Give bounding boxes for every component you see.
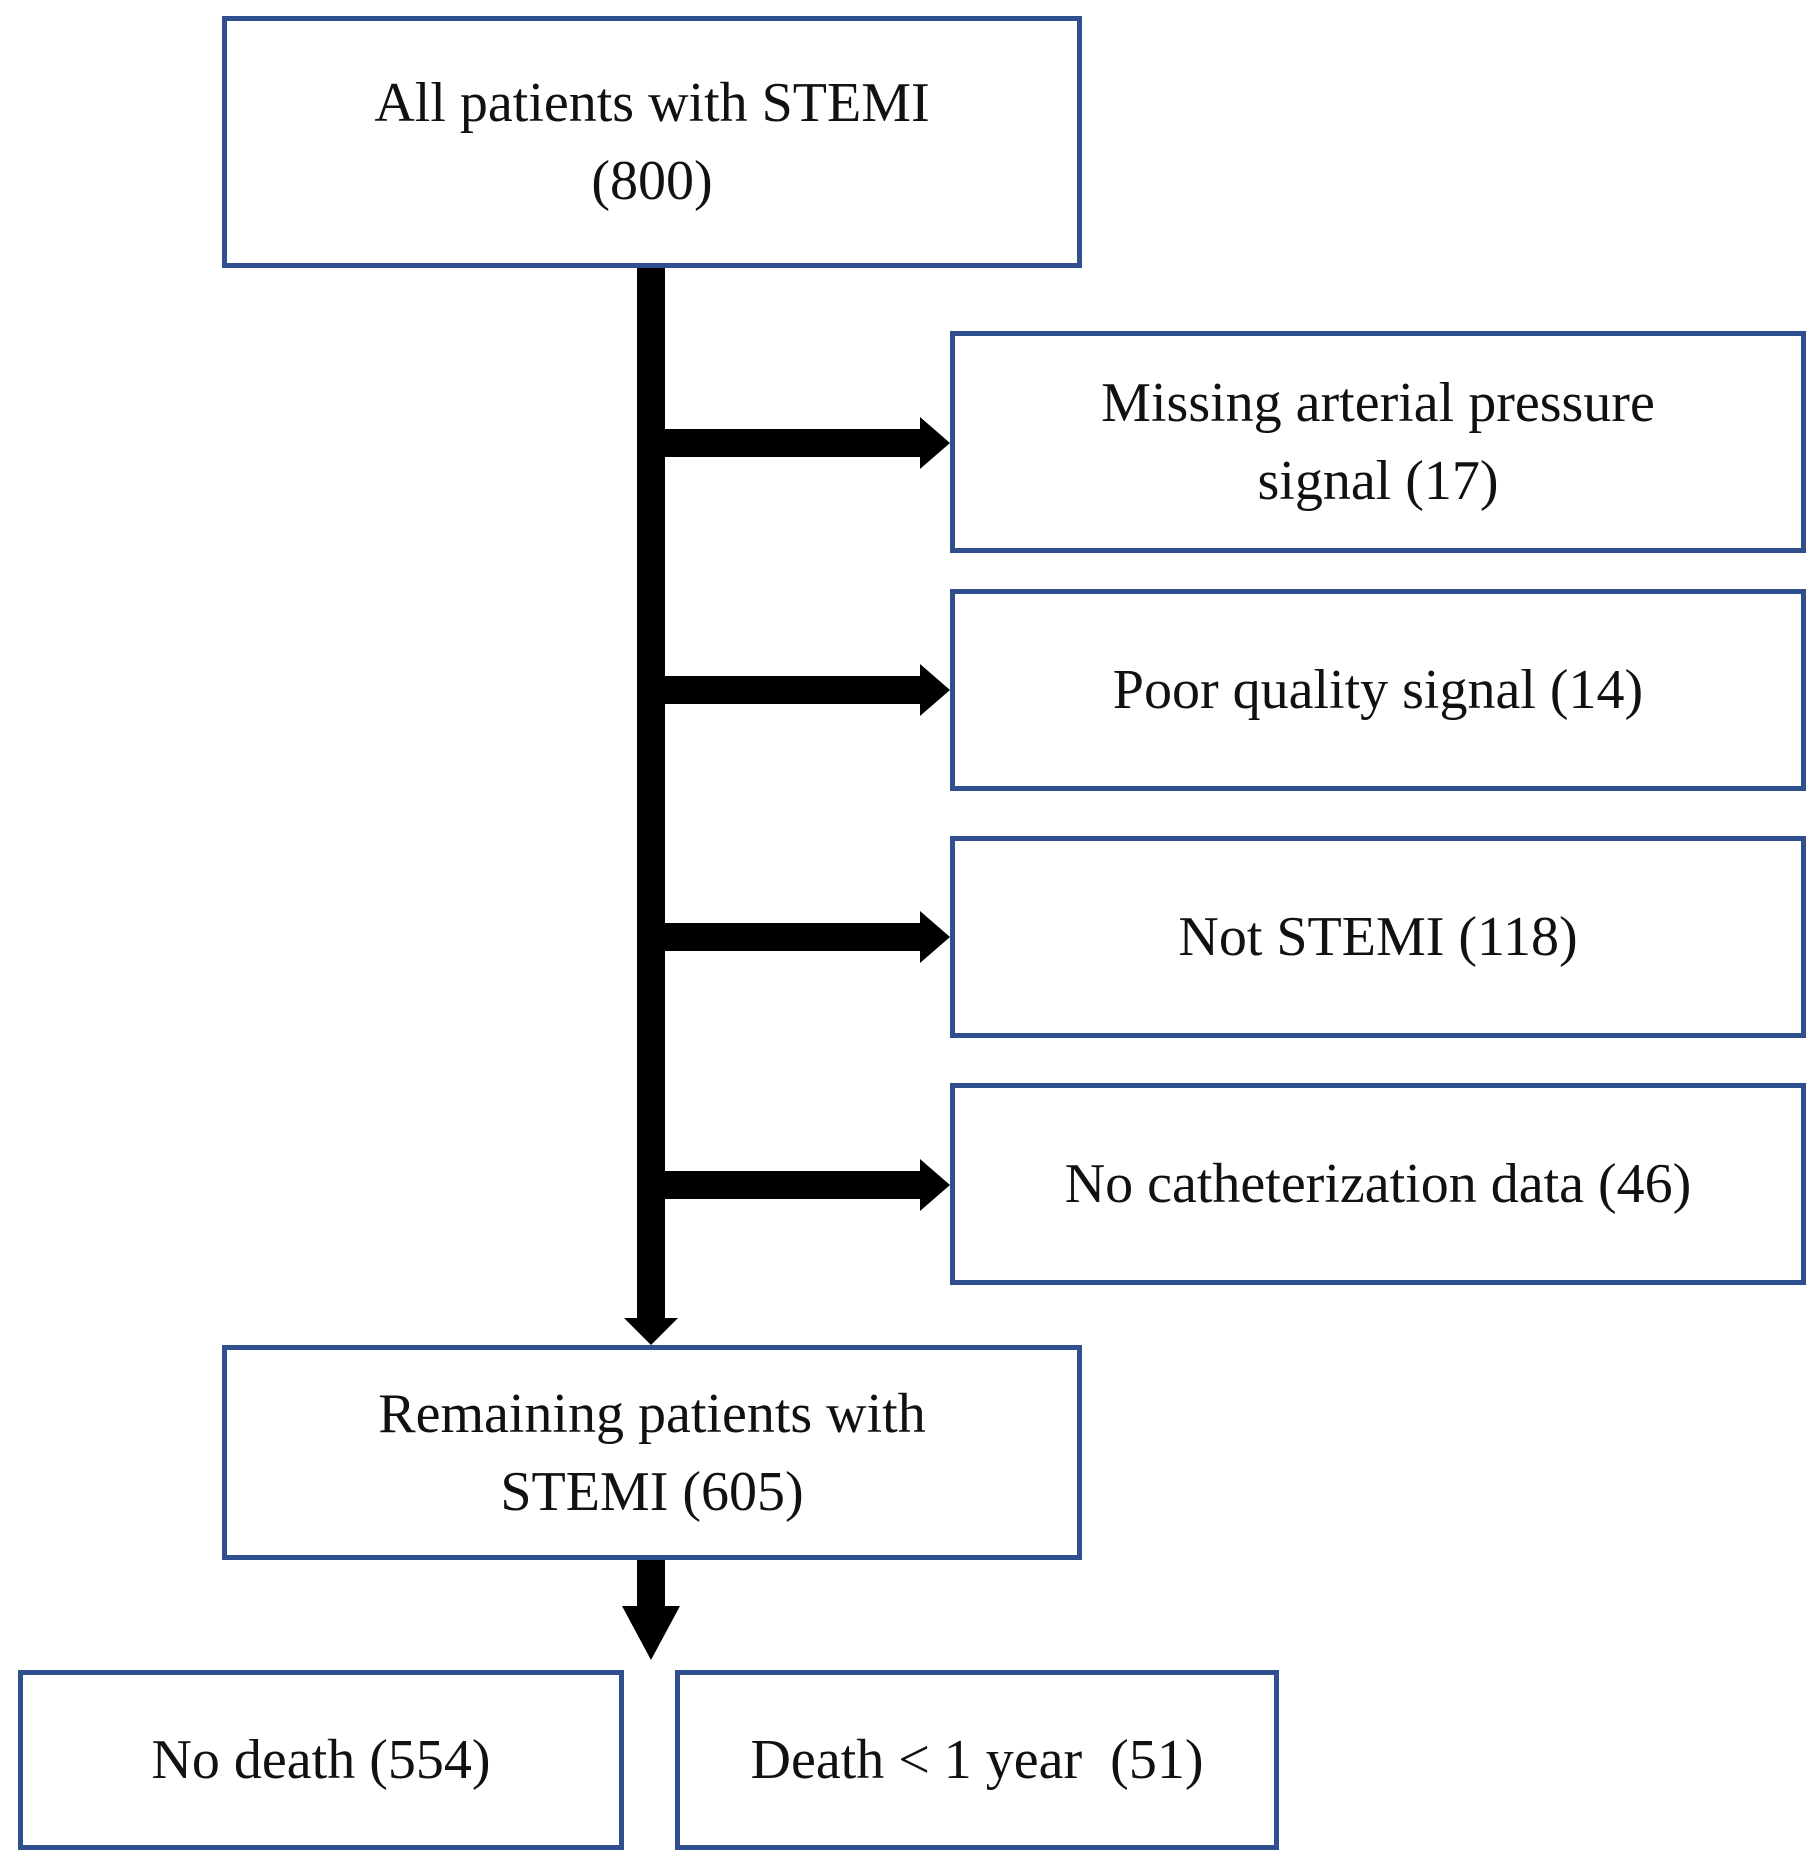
exclusion-box-missing-signal: Missing arterial pressure signal (17) (950, 331, 1806, 553)
outcome-death-label: Death < 1 year (51) (750, 1729, 1204, 1791)
all-patients-count: (800) (591, 150, 713, 212)
main-trunk-arrowhead (624, 1318, 678, 1345)
branch-arrow-4-shaft (665, 1171, 930, 1199)
exclusion-box-not-stemi: Not STEMI (118) (950, 836, 1806, 1038)
branch-arrow-3-shaft (665, 923, 930, 951)
branch-arrow-2-head (920, 664, 950, 716)
remaining-patients-count: STEMI (605) (500, 1460, 804, 1523)
all-patients-box: All patients with STEMI (800) (222, 16, 1082, 268)
exclusion-label: Poor quality signal (14) (1112, 659, 1644, 721)
branch-arrow-1-shaft (665, 429, 930, 457)
main-trunk-line (637, 268, 665, 1328)
outcome-arrow-head (622, 1606, 680, 1660)
outcome-arrow-shaft (637, 1560, 665, 1610)
branch-arrow-1-head (920, 417, 950, 469)
exclusion-label: Not STEMI (118) (1178, 906, 1578, 968)
all-patients-label: All patients with STEMI (374, 72, 930, 134)
exclusion-box-no-catheterization: No catheterization data (46) (950, 1083, 1806, 1285)
outcome-box-no-death: No death (554) (18, 1670, 624, 1850)
branch-arrow-3-head (920, 911, 950, 963)
outcome-no-death-label: No death (554) (151, 1729, 491, 1791)
remaining-patients-box: Remaining patients with STEMI (605) (222, 1345, 1082, 1560)
exclusion-box-poor-quality: Poor quality signal (14) (950, 589, 1806, 791)
exclusion-label-count: signal (17) (1257, 450, 1499, 512)
branch-arrow-4-head (920, 1159, 950, 1211)
remaining-patients-label: Remaining patients with (378, 1382, 926, 1445)
branch-arrow-2-shaft (665, 676, 930, 704)
exclusion-label: Missing arterial pressure (1101, 372, 1655, 434)
exclusion-label: No catheterization data (46) (1064, 1153, 1692, 1215)
outcome-box-death: Death < 1 year (51) (675, 1670, 1279, 1850)
